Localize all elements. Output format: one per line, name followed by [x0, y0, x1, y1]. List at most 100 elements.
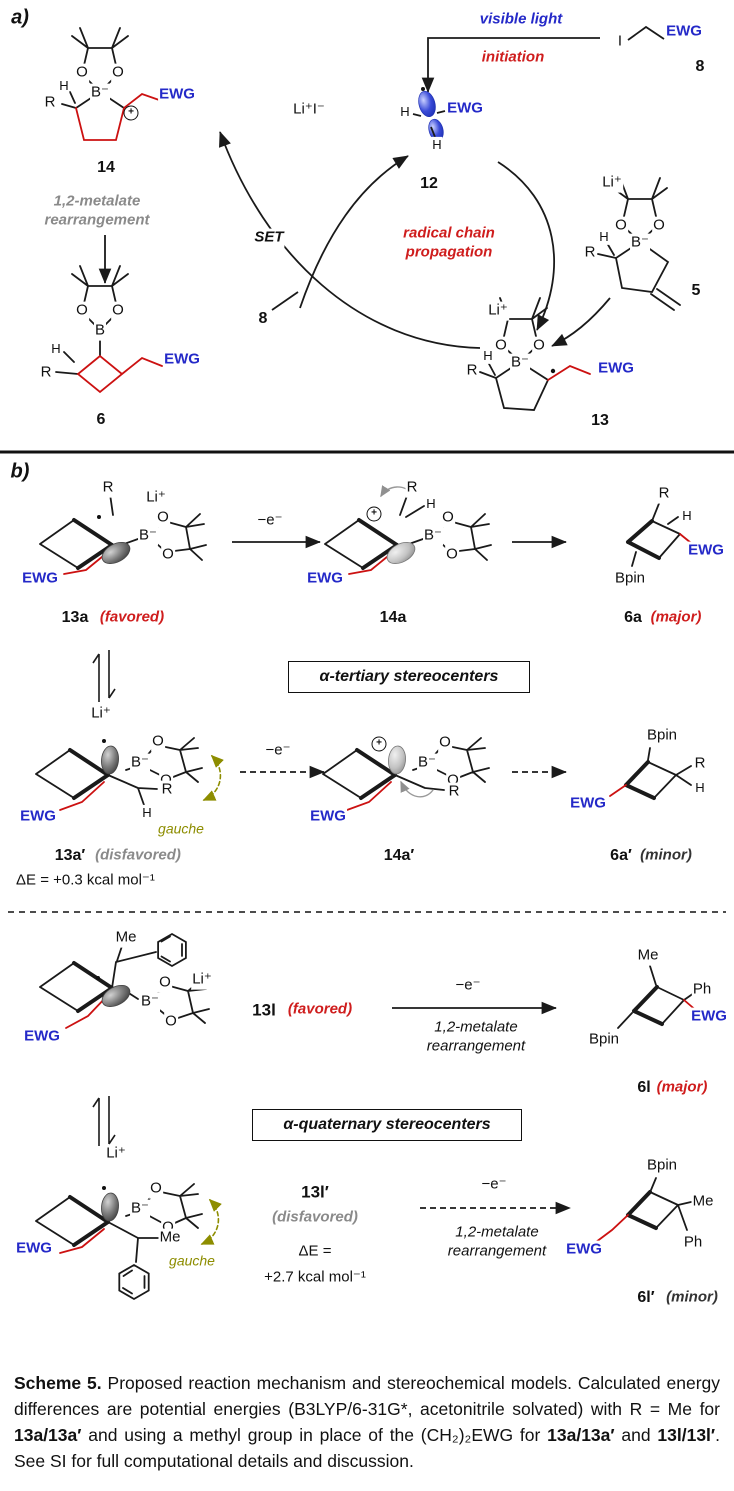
- boron-ate-atom: B⁻: [630, 233, 650, 253]
- bpin-group: Bpin: [613, 569, 647, 589]
- r-group: R: [43, 93, 57, 113]
- lithium-cation: Li⁺: [601, 173, 623, 193]
- boron-ate-atom: B⁻: [130, 753, 150, 773]
- electron-loss-label: −e⁻: [480, 1175, 508, 1195]
- oxygen-atom: O: [151, 732, 165, 752]
- oxygen-atom: O: [445, 545, 459, 565]
- equilibrium-arrows-l: [92, 1096, 116, 1146]
- ewg-group: EWG: [690, 1007, 728, 1027]
- boron-ate-atom: B⁻: [138, 526, 158, 546]
- caption-bold-13l: 13l/13l′: [657, 1425, 716, 1445]
- structure-14a-skeleton: [324, 485, 492, 575]
- compound-6l-label: 6l: [636, 1078, 652, 1098]
- r-group: R: [405, 478, 419, 498]
- ewg-group: EWG: [163, 350, 201, 370]
- compound-13l-prime-label: 13l′: [300, 1181, 330, 1203]
- structure-6l-prime-skeleton: [595, 1177, 692, 1243]
- h-atom: H: [694, 779, 706, 797]
- bpin-group: Bpin: [587, 1030, 621, 1050]
- ewg-group: EWG: [446, 99, 484, 119]
- oxygen-atom: O: [164, 1012, 178, 1032]
- plus-charge: +: [366, 506, 382, 522]
- oxygen-atom: O: [111, 63, 125, 83]
- set-label: SET: [253, 228, 285, 248]
- oxygen-atom: O: [441, 508, 455, 528]
- r-group: R: [160, 780, 174, 800]
- ewg-group: EWG: [665, 22, 703, 42]
- ewg-group: EWG: [569, 794, 607, 814]
- boron-ate-atom: B⁻: [130, 1199, 150, 1219]
- structure-5-skeleton: [597, 177, 681, 311]
- structure-13l-skeleton: [39, 932, 210, 1029]
- compound-8-label: 8: [694, 57, 706, 77]
- gauche-label: gauche: [168, 1252, 216, 1270]
- compound-8-skeleton: [627, 25, 665, 41]
- delta-e-a-label: ΔE = +0.3 kcal mol⁻¹: [15, 871, 156, 891]
- metalate-rearrangement-note: 1,2-metalate rearrangement: [446, 1223, 548, 1261]
- visible-light-label: visible light: [478, 10, 564, 30]
- oxygen-atom: O: [614, 216, 628, 236]
- panel-b-label: b): [10, 460, 30, 483]
- lithium-cation: Li⁺: [90, 704, 112, 724]
- compound-13a-prime-label: 13a′: [53, 846, 87, 866]
- r-group: R: [101, 478, 115, 498]
- boron-ate-atom: B⁻: [90, 83, 110, 103]
- r-group: R: [657, 484, 671, 504]
- h-atom: H: [598, 228, 610, 246]
- compound-6a-prime-label: 6a′: [609, 846, 633, 866]
- compound-13l-label: 13l: [251, 999, 277, 1021]
- oxygen-atom: O: [532, 336, 546, 356]
- bpin-group: Bpin: [645, 726, 679, 746]
- boron-ate-atom: B⁻: [417, 753, 437, 773]
- favored-tag: (favored): [98, 608, 166, 628]
- favored-tag: (favored): [286, 1000, 354, 1020]
- ewg-group: EWG: [309, 807, 347, 827]
- r-group: R: [465, 361, 479, 381]
- r-group: R: [447, 782, 461, 802]
- h-atom: H: [431, 136, 443, 154]
- oxygen-atom: O: [158, 973, 172, 993]
- h-atom: H: [425, 495, 437, 513]
- equilibrium-arrows-a: [92, 650, 116, 702]
- h-atom: H: [482, 347, 494, 365]
- compound-6-label: 6: [95, 410, 107, 430]
- structure-6-skeleton: [55, 265, 163, 394]
- compound-5-label: 5: [690, 281, 702, 301]
- boron-ate-atom: B⁻: [140, 992, 160, 1012]
- metalate-rearrangement-note: 1,2-metalate rearrangement: [425, 1018, 527, 1056]
- oxygen-atom: O: [438, 733, 452, 753]
- plus-charge: +: [371, 736, 387, 752]
- initiation-arrow: [421, 37, 600, 93]
- structure-13a-skeleton: [39, 493, 207, 575]
- iodine-atom: I: [616, 32, 624, 52]
- caption-text: and using a methyl group in place of the…: [81, 1425, 548, 1445]
- ewg-group: EWG: [15, 1239, 53, 1259]
- h-atom: H: [399, 103, 411, 121]
- ewg-group: EWG: [687, 541, 725, 561]
- lithium-cation: Li⁺: [105, 1144, 127, 1164]
- plus-charge: +: [123, 105, 139, 121]
- oxygen-atom: O: [111, 301, 125, 321]
- minor-tag: (minor): [665, 1288, 719, 1308]
- alpha-tertiary-box: α-tertiary stereocenters: [288, 661, 530, 693]
- catalytic-cycle-arrows: [219, 131, 611, 349]
- compound-6l-prime-label: 6l′: [636, 1288, 656, 1308]
- lithium-cation: Li⁺: [487, 301, 509, 321]
- lithium-iodide: Li⁺I⁻: [292, 100, 326, 120]
- lithium-cation: Li⁺: [145, 488, 167, 508]
- caption-text: Proposed reaction mechanism and stereoch…: [14, 1372, 721, 1419]
- methyl-group: Me: [636, 946, 660, 966]
- compound-12-label: 12: [419, 174, 439, 194]
- caption-bold-13a: 13a/13a′: [14, 1425, 82, 1445]
- caption-text: and: [614, 1425, 658, 1445]
- delta-e-l-label-2: +2.7 kcal mol⁻¹: [263, 1268, 367, 1288]
- methyl-group: Me: [114, 928, 138, 948]
- methyl-group: Me: [158, 1228, 182, 1248]
- metalate-rearrangement-note: 1,2-metalate rearrangement: [43, 192, 151, 230]
- oxygen-atom: O: [149, 1179, 163, 1199]
- electron-loss-label: −e⁻: [256, 511, 284, 531]
- ewg-group: EWG: [23, 1027, 61, 1047]
- caption-text: . See SI for full computational details …: [14, 1425, 720, 1472]
- caption-scheme-number: Scheme 5.: [14, 1372, 102, 1393]
